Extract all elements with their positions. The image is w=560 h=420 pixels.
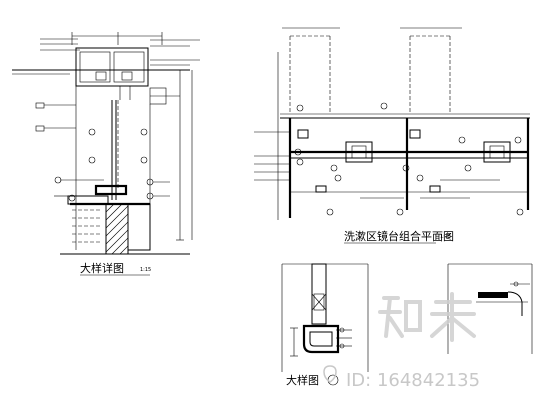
plan-caption: 洗漱区镜台组合平面图 bbox=[344, 229, 454, 243]
section-scale: 1:15 bbox=[140, 267, 151, 273]
plan-view: 洗漱区镜台组合平面图 1:15 bbox=[254, 27, 530, 244]
detail-view-2 bbox=[447, 263, 533, 354]
section-detail: 大样详图 1:15 bbox=[12, 32, 200, 276]
watermark: ID: 164842135 bbox=[323, 292, 480, 391]
plan-scale: 1:15 bbox=[440, 234, 451, 240]
left-hatch bbox=[72, 209, 100, 243]
detail-view-1: 大样图 bbox=[281, 263, 369, 387]
section-caption: 大样详图 bbox=[80, 261, 124, 275]
watermark-id: ID: 164842135 bbox=[346, 370, 480, 391]
detail-caption: 大样图 bbox=[286, 373, 319, 387]
cabinet-hatch bbox=[105, 203, 129, 255]
watermark-id-icon bbox=[323, 365, 337, 383]
watermark-logo bbox=[378, 292, 476, 342]
